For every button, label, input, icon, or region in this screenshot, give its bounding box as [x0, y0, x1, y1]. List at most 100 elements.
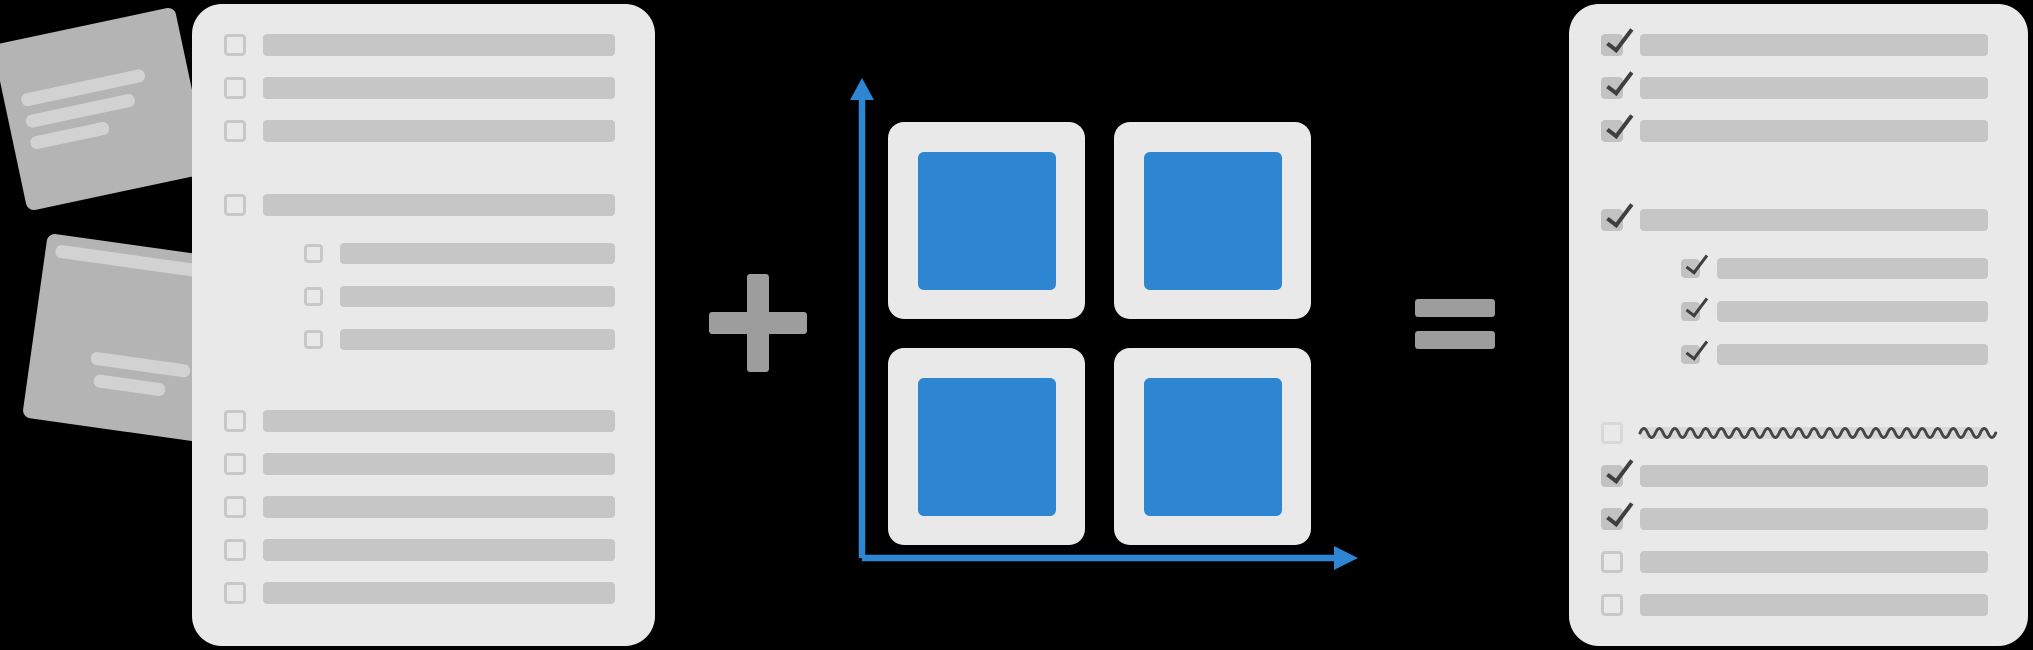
text-line	[1717, 257, 1988, 279]
struck-text-line	[1638, 427, 1998, 439]
text-line	[1640, 209, 1988, 231]
priority-matrix	[888, 122, 1311, 545]
result-checklist-document	[1569, 4, 2028, 646]
checkmark-icon	[1606, 453, 1634, 485]
checklist-row	[192, 582, 655, 604]
unchecked-checkbox[interactable]	[1601, 422, 1623, 444]
matrix-cell	[1114, 348, 1311, 545]
checkmark-icon	[1606, 496, 1634, 528]
unchecked-checkbox[interactable]	[304, 329, 323, 349]
unchecked-checkbox[interactable]	[304, 286, 323, 306]
checklist-row	[192, 410, 655, 432]
checklist-row	[1569, 335, 2028, 365]
text-line	[1717, 300, 1988, 322]
checklist-row	[1569, 197, 2028, 231]
checkmark-icon	[1685, 292, 1709, 318]
checklist-row	[192, 34, 655, 56]
checkmark-icon	[1606, 197, 1634, 229]
unchecked-checkbox[interactable]	[224, 77, 246, 99]
unchecked-checkbox[interactable]	[224, 194, 246, 216]
unchecked-checkbox[interactable]	[224, 120, 246, 142]
text-line	[263, 34, 615, 56]
checked-checkbox[interactable]	[1601, 65, 1634, 99]
checklist-row	[1569, 249, 2028, 279]
text-line	[1640, 77, 1988, 99]
matrix-axes	[850, 78, 1358, 570]
text-line	[263, 120, 615, 142]
x-axis-arrow-icon	[1334, 546, 1358, 570]
text-line	[1717, 343, 1988, 365]
sticky-text-line	[90, 351, 191, 379]
checklist-row	[192, 120, 655, 142]
checklist-row	[1569, 65, 2028, 99]
checklist-row	[1569, 594, 2028, 616]
text-line	[263, 194, 615, 216]
text-line	[263, 410, 615, 432]
sticky-text-line	[92, 373, 167, 397]
unchecked-checkbox[interactable]	[224, 34, 246, 56]
equals-bottom-bar	[1415, 331, 1495, 349]
text-line	[1640, 508, 1988, 530]
checked-checkbox[interactable]	[1601, 197, 1634, 231]
checklist-row	[192, 77, 655, 99]
sticky-note-content	[0, 7, 210, 212]
text-line	[263, 582, 615, 604]
checklist-row	[1569, 453, 2028, 487]
text-line	[1640, 594, 1988, 616]
checked-checkbox[interactable]	[1601, 453, 1634, 487]
text-line	[1640, 465, 1988, 487]
checklist-row	[1569, 551, 2028, 573]
equals-operator-icon	[1415, 299, 1495, 349]
unchecked-checkbox[interactable]	[224, 410, 246, 432]
checkmark-icon	[1606, 108, 1634, 140]
matrix-cell	[888, 122, 1085, 319]
checklist-row	[1569, 292, 2028, 322]
matrix-cell	[888, 348, 1085, 545]
text-line	[1640, 34, 1988, 56]
unchecked-checkbox[interactable]	[224, 453, 246, 475]
checklist-row	[1569, 422, 2028, 444]
unchecked-checkbox[interactable]	[1601, 551, 1623, 573]
text-line	[1640, 551, 1988, 573]
text-line	[263, 496, 615, 518]
checklist-row	[192, 539, 655, 561]
checklist-row	[1569, 22, 2028, 56]
plus-operator-icon	[709, 274, 807, 372]
checked-checkbox[interactable]	[1601, 108, 1634, 142]
equals-top-bar	[1415, 299, 1495, 317]
checkmark-icon	[1606, 22, 1634, 54]
unchecked-checkbox[interactable]	[224, 582, 246, 604]
text-line	[263, 539, 615, 561]
unchecked-checkbox[interactable]	[1601, 594, 1623, 616]
matrix-cell-fill	[1143, 151, 1282, 290]
text-line	[340, 285, 615, 307]
checklist-row	[192, 194, 655, 216]
checked-checkbox[interactable]	[1681, 292, 1709, 321]
matrix-cell-fill	[917, 377, 1056, 516]
matrix-cell-fill	[917, 151, 1056, 290]
matrix-cell	[1114, 122, 1311, 319]
checked-checkbox[interactable]	[1681, 249, 1709, 278]
checkmark-icon	[1685, 249, 1709, 275]
source-checklist-document	[192, 4, 655, 646]
text-line	[340, 328, 615, 350]
sticky-note	[0, 6, 210, 212]
checklist-row	[1569, 108, 2028, 142]
unchecked-checkbox[interactable]	[304, 243, 323, 263]
checked-checkbox[interactable]	[1681, 335, 1709, 364]
y-axis-arrow-icon	[850, 78, 874, 100]
checklist-row	[192, 242, 655, 264]
plus-vertical-bar	[747, 274, 769, 372]
checkmark-icon	[1606, 65, 1634, 97]
matrix-cell-fill	[1143, 377, 1282, 516]
checklist-row	[192, 496, 655, 518]
checked-checkbox[interactable]	[1601, 496, 1634, 530]
checked-checkbox[interactable]	[1601, 22, 1634, 56]
text-line	[263, 77, 615, 99]
unchecked-checkbox[interactable]	[224, 539, 246, 561]
unchecked-checkbox[interactable]	[224, 496, 246, 518]
strikethrough-squiggle-icon	[1638, 427, 1998, 439]
text-line	[1640, 120, 1988, 142]
checklist-row	[1569, 496, 2028, 530]
